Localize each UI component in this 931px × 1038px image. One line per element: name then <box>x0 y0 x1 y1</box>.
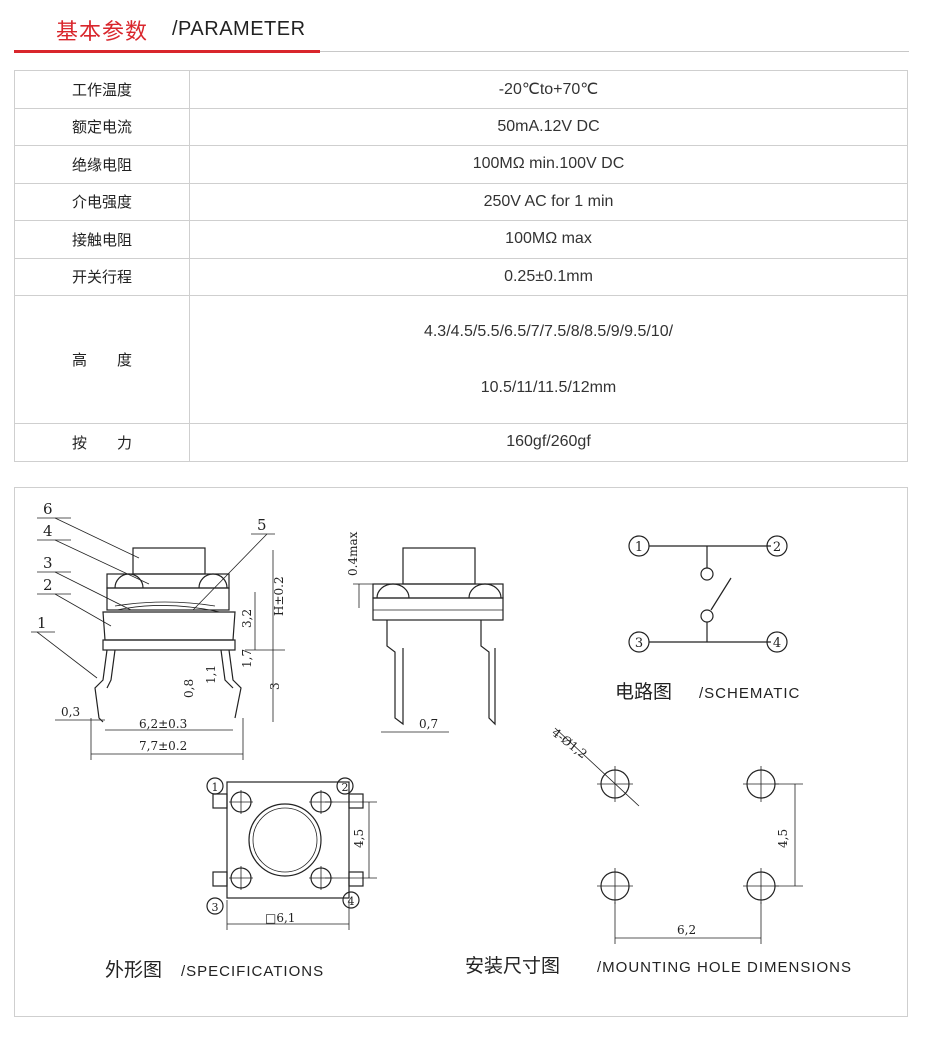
dimension-label: 3,2 <box>240 609 254 628</box>
section-header: 基本参数 /PARAMETER <box>0 0 931 60</box>
pin-number: 3 <box>212 901 219 914</box>
table-row: 介电强度 250V AC for 1 min <box>14 182 908 221</box>
param-label: 介电强度 <box>14 182 190 221</box>
technical-drawing-panel: 6 4 3 2 1 5 H±0.2 3,2 1,7 3 1,1 0,8 0,3 … <box>14 487 908 1017</box>
param-value: 0.25±0.1mm <box>189 257 908 296</box>
table-row: 额定电流 50mA.12V DC <box>14 107 908 146</box>
param-label: 高 度 <box>14 295 190 424</box>
param-label: 按 力 <box>14 423 190 462</box>
table-row: 开关行程 0.25±0.1mm <box>14 257 908 296</box>
table-row: 按 力 160gf/260gf <box>14 423 908 462</box>
pin-number: 1 <box>635 540 643 555</box>
header-divider <box>14 51 909 52</box>
dimension-label: 1,7 <box>240 649 254 668</box>
table-row: 工作温度 -20℃to+70℃ <box>14 70 908 109</box>
param-label: 额定电流 <box>14 107 190 146</box>
part-number-label: 2 <box>43 576 53 594</box>
dimension-label: 4,5 <box>352 829 366 848</box>
table-row: 高 度 4.3/4.5/5.5/6.5/7/7.5/8/8.5/9/9.5/10… <box>14 295 908 424</box>
mounting-caption-cn: 安装尺寸图 <box>465 955 560 977</box>
param-value: -20℃to+70℃ <box>189 70 908 109</box>
dimension-label: 0.4max <box>346 531 360 576</box>
section-title: 基本参数 <box>56 20 149 45</box>
schematic-caption-en: /SCHEMATIC <box>699 685 800 702</box>
dimension-label: 0,3 <box>61 705 80 719</box>
param-value: 4.3/4.5/5.5/6.5/7/7.5/8/8.5/9/9.5/10/ 10… <box>189 295 908 424</box>
param-value: 250V AC for 1 min <box>189 182 908 221</box>
part-number-label: 4 <box>43 522 53 540</box>
part-number-label: 3 <box>43 554 53 572</box>
schematic-caption-cn: 电路图 <box>615 681 672 703</box>
dimension-label: 1,1 <box>204 665 218 684</box>
param-value: 160gf/260gf <box>189 423 908 462</box>
parameter-table: 工作温度 -20℃to+70℃ 额定电流 50mA.12V DC 绝缘电阻 10… <box>14 70 908 462</box>
hole-size-label: 4-Ø1,2 <box>549 725 590 761</box>
dimension-label: 7,7±0.2 <box>139 739 187 753</box>
dimension-label: 0,7 <box>419 717 438 731</box>
dimension-label: 4,5 <box>776 829 790 848</box>
technical-drawing: 6 4 3 2 1 5 H±0.2 3,2 1,7 3 1,1 0,8 0,3 … <box>31 500 852 981</box>
specifications-drawing: 1 2 3 4 4,5 □6,1 外形图 /SPECIFICATIONS <box>105 777 377 981</box>
param-value: 100MΩ min.100V DC <box>189 145 908 184</box>
section-subtitle: /PARAMETER <box>172 18 306 40</box>
header-accent-bar <box>14 50 320 53</box>
param-value-line: 4.3/4.5/5.5/6.5/7/7.5/8/8.5/9/9.5/10/ <box>423 322 674 340</box>
specifications-caption-en: /SPECIFICATIONS <box>181 963 324 980</box>
mounting-caption-en: /MOUNTING HOLE DIMENSIONS <box>597 959 852 976</box>
pin-number: 3 <box>635 636 643 651</box>
param-value: 100MΩ max <box>189 220 908 259</box>
side-view-drawing: 6 4 3 2 1 5 H±0.2 3,2 1,7 3 1,1 0,8 0,3 … <box>31 500 286 760</box>
param-value: 50mA.12V DC <box>189 107 908 146</box>
dimension-label: 0,8 <box>182 679 196 698</box>
param-label: 接触电阻 <box>14 220 190 259</box>
front-view-drawing: 0.4max 0,7 <box>346 531 504 733</box>
dimension-label: □6,1 <box>265 911 295 925</box>
pin-number: 2 <box>342 781 349 794</box>
specifications-caption-cn: 外形图 <box>105 959 162 981</box>
param-value-line: 10.5/11/11.5/12mm <box>480 378 617 396</box>
param-label: 工作温度 <box>14 70 190 109</box>
pin-number: 1 <box>212 781 219 794</box>
pin-number: 4 <box>348 895 355 908</box>
table-row: 接触电阻 100MΩ max <box>14 220 908 259</box>
pin-number: 4 <box>773 636 781 651</box>
dimension-label: 3 <box>268 682 282 690</box>
mounting-hole-drawing: 4-Ø1,2 4,5 6,2 安装尺寸图 /MOUNTING HOLE DIME… <box>465 725 852 977</box>
part-number-label: 5 <box>257 516 267 534</box>
part-number-label: 6 <box>43 500 53 518</box>
param-label: 绝缘电阻 <box>14 145 190 184</box>
dimension-label: H±0.2 <box>272 576 286 616</box>
dimension-label: 6,2 <box>677 923 696 937</box>
part-number-label: 1 <box>37 614 47 632</box>
param-label: 开关行程 <box>14 257 190 296</box>
table-row: 绝缘电阻 100MΩ min.100V DC <box>14 145 908 184</box>
pin-number: 2 <box>773 540 781 555</box>
dimension-label: 6,2±0.3 <box>139 717 187 731</box>
schematic-drawing: 1 2 3 4 电路图 /SCHEMATIC <box>615 535 800 703</box>
